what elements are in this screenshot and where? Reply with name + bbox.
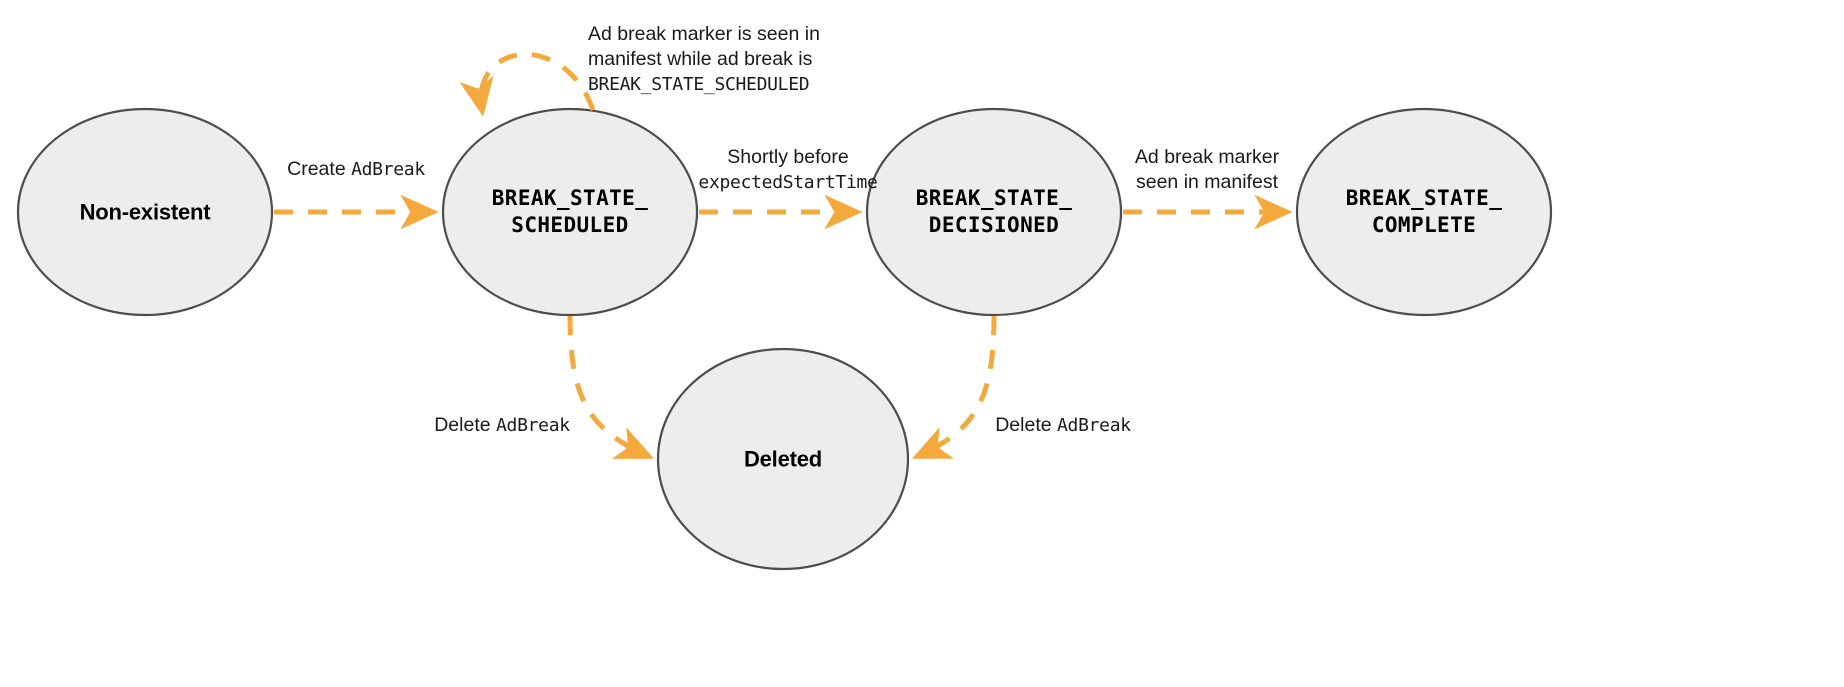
- node-deleted[interactable]: [656, 347, 910, 571]
- edge-label-scheduled-to-decisioned: Shortly before expectedStartTime: [698, 146, 878, 193]
- node-break-state-complete[interactable]: [1295, 107, 1553, 317]
- edge-label-scheduled-to-deleted: Delete AdBreak: [434, 414, 570, 436]
- edge-self-loop-scheduled: [459, 52, 596, 117]
- node-shape-deleted: [656, 347, 910, 571]
- edge-label-decisioned-to-complete: Ad break marker seen in manifest: [1134, 146, 1280, 193]
- edge-decisioned-to-deleted: [911, 315, 997, 459]
- edge-label-self-loop-scheduled: Ad break marker is seen in manifest whil…: [588, 23, 820, 95]
- node-break-state-scheduled[interactable]: [441, 107, 699, 317]
- edge-label-decisioned-to-deleted: Delete AdBreak: [995, 414, 1131, 436]
- node-shape-break-state-scheduled: [441, 107, 699, 317]
- node-shape-non-existent: [16, 107, 274, 317]
- node-shape-break-state-decisioned: [865, 107, 1123, 317]
- edge-scheduled-to-deleted: [567, 315, 655, 459]
- node-non-existent[interactable]: [16, 107, 274, 317]
- node-break-state-decisioned[interactable]: [865, 107, 1123, 317]
- edge-label-create-adbreak: Create AdBreak: [287, 158, 425, 180]
- node-shape-break-state-complete: [1295, 107, 1553, 317]
